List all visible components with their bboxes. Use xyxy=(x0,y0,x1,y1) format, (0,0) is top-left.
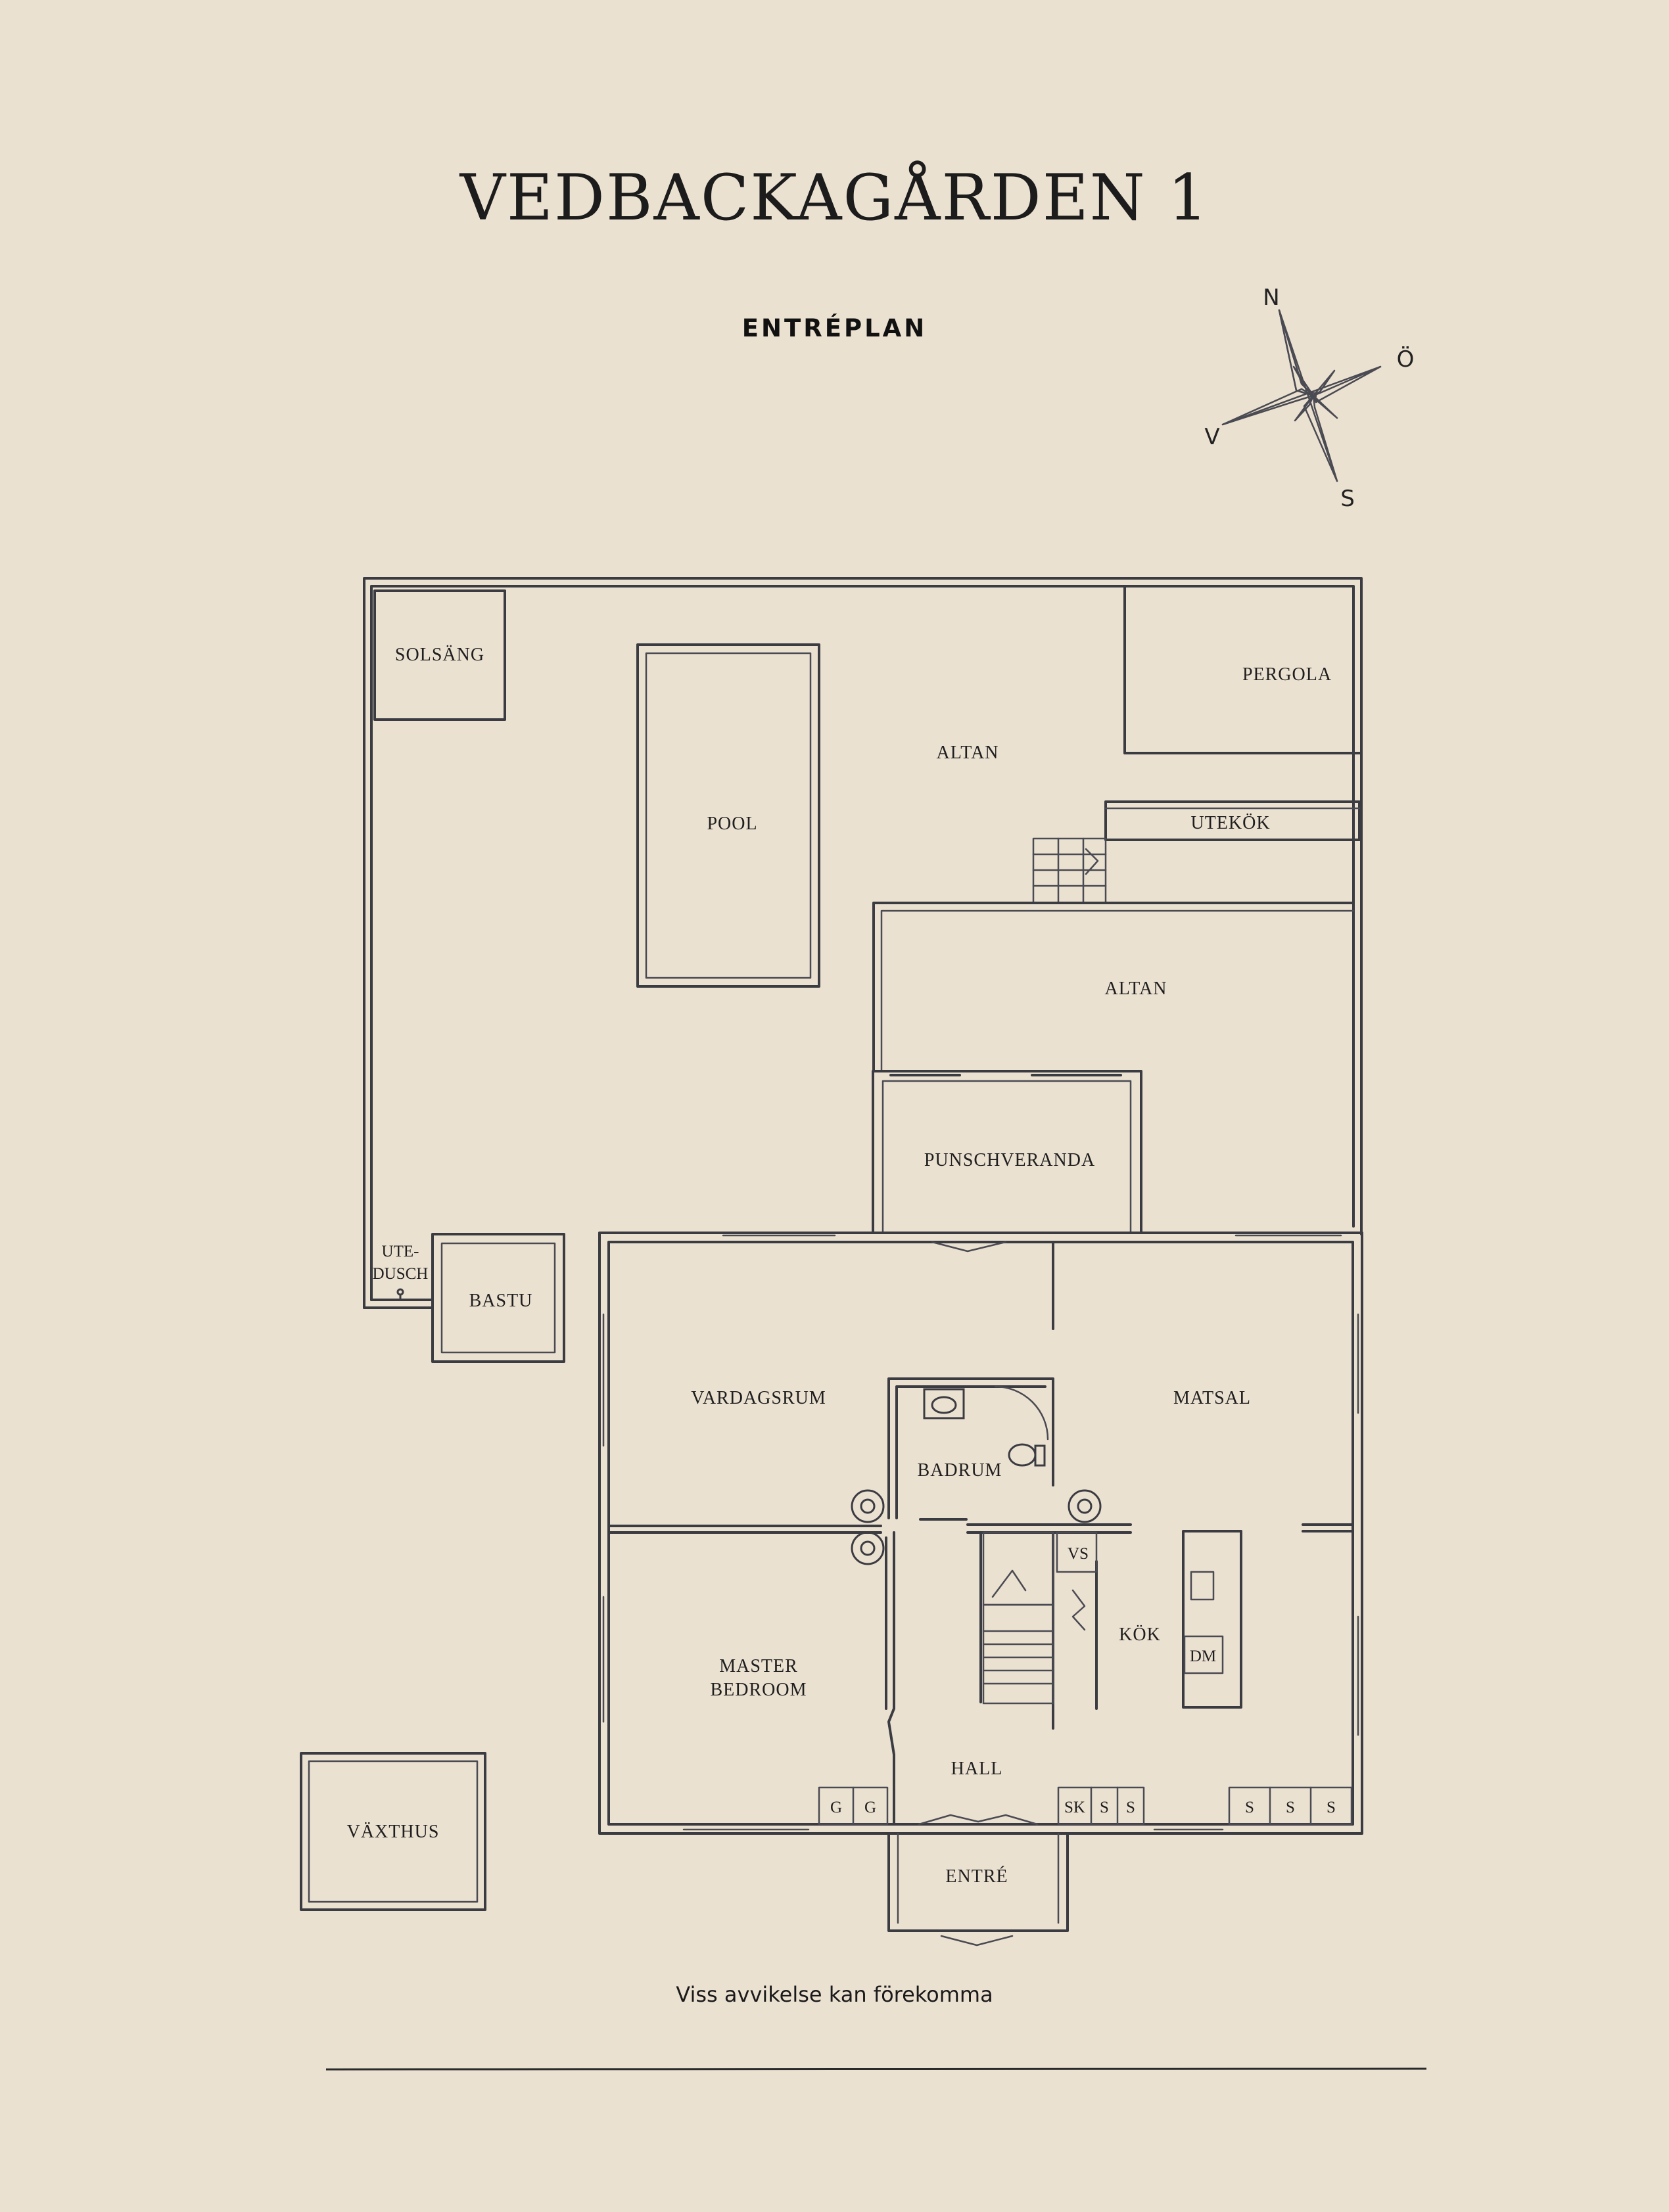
vaxthus-area: VÄXTHUS xyxy=(300,1752,486,1911)
compass-west-label: V xyxy=(1204,424,1219,450)
closet-label-s4: S xyxy=(1286,1799,1295,1816)
utekok-area: UTEKÖK xyxy=(1104,800,1361,841)
closet-label-s5: S xyxy=(1327,1799,1336,1816)
page-title: VEDBACKAGÅRDEN 1 xyxy=(459,161,1210,235)
compass-north-label: N xyxy=(1263,285,1279,311)
room-label-kok: KÖK xyxy=(1119,1624,1161,1645)
punschveranda-area: PUNSCHVERANDA xyxy=(872,1070,1142,1233)
closet-label-g2: G xyxy=(864,1799,876,1816)
badrum-area: BADRUM xyxy=(918,1385,1049,1481)
storage-closets: G G SK S S S S S xyxy=(818,1786,1353,1826)
entre-area: ENTRÉ xyxy=(887,1814,1069,1947)
room-label-badrum: BADRUM xyxy=(918,1460,1002,1481)
room-label-pergola: PERGOLA xyxy=(1242,664,1332,685)
compass-east-label: Ö xyxy=(1397,346,1415,373)
house-walls xyxy=(598,1232,1363,1835)
sink-icon xyxy=(923,1388,965,1419)
room-label-altan-lower: ALTAN xyxy=(1104,979,1167,999)
indoor-stairs xyxy=(982,1531,1054,1705)
shower-icon xyxy=(396,1288,404,1301)
room-label-punschveranda: PUNSCHVERANDA xyxy=(924,1150,1095,1170)
closet-label-g1: G xyxy=(830,1799,842,1816)
room-label-solsang: SOLSÄNG xyxy=(395,645,484,665)
terrace-boundary xyxy=(363,577,1363,1309)
closet-label-s1: S xyxy=(1100,1799,1109,1816)
closet-label-s3: S xyxy=(1245,1799,1254,1816)
solsang-area: SOLSÄNG xyxy=(373,589,506,721)
room-label-dm: DM xyxy=(1190,1647,1216,1665)
footer-divider xyxy=(326,2067,1426,2071)
compass-star-icon xyxy=(1221,309,1382,482)
room-label-pool: POOL xyxy=(707,814,757,834)
pergola-area: PERGOLA xyxy=(1123,585,1363,754)
room-label-entre: ENTRÉ xyxy=(945,1866,1008,1887)
master-bedroom-area: MASTER BEDROOM xyxy=(710,1656,807,1700)
compass-south-label: S xyxy=(1340,486,1355,512)
closet-label-sk: SK xyxy=(1064,1799,1085,1816)
kitchen-area: VS KÖK DM xyxy=(1056,1530,1242,1709)
room-label-utedusch-1: UTE- xyxy=(382,1243,419,1260)
compass-rose: N Ö S V xyxy=(1204,285,1415,512)
kitchen-island xyxy=(1182,1530,1242,1709)
bastu-area: BASTU xyxy=(431,1233,565,1363)
pool-area: POOL xyxy=(636,643,820,988)
floor-subtitle: ENTRÉPLAN xyxy=(741,314,928,342)
room-label-matsal: MATSAL xyxy=(1173,1388,1251,1408)
room-label-vs: VS xyxy=(1068,1545,1089,1563)
room-label-hall: HALL xyxy=(951,1759,1003,1779)
altan-lower-area: ALTAN xyxy=(872,902,1355,1072)
closet-label-s2: S xyxy=(1126,1799,1135,1816)
room-label-bastu: BASTU xyxy=(469,1291,533,1311)
room-label-utekok: UTEKÖK xyxy=(1190,813,1270,833)
room-label-altan-upper: ALTAN xyxy=(936,743,999,763)
utedusch-area: UTE- DUSCH xyxy=(373,1243,429,1301)
room-label-master-1: MASTER xyxy=(719,1656,798,1676)
room-label-vardagsrum: VARDAGSRUM xyxy=(691,1388,826,1408)
room-label-utedusch-2: DUSCH xyxy=(373,1265,429,1283)
fireplace-icon xyxy=(851,1489,1102,1565)
outdoor-stairs xyxy=(1032,837,1107,904)
room-label-master-2: BEDROOM xyxy=(710,1680,807,1700)
disclaimer-text: Viss avvikelse kan förekomma xyxy=(676,1982,993,2007)
toilet-icon xyxy=(1008,1443,1046,1467)
room-label-vaxthus: VÄXTHUS xyxy=(347,1822,440,1842)
